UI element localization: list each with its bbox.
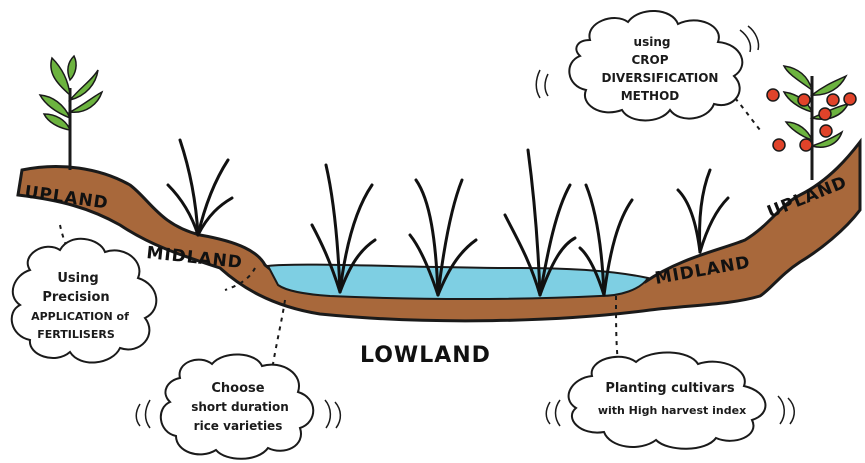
rice-plant-icon — [166, 138, 730, 297]
bubble-precision-line1: Using — [57, 271, 98, 286]
bubble-crop-line2: CROP — [631, 53, 668, 67]
bubble-crop-line1: using — [634, 35, 671, 49]
bubble-short-line2: short duration — [191, 400, 289, 414]
bubble-cultivars: Planting cultivars with High harvest ind… — [545, 351, 795, 450]
bubble-precision-line4: FERTILISERS — [37, 328, 115, 341]
tomato-plant-icon — [766, 65, 857, 180]
bubble-precision-line3: APPLICATION of — [31, 310, 129, 323]
bubble-crop-line3: DIVERSIFICATION — [602, 71, 719, 85]
bubble-crop-diversification: using CROP DIVERSIFICATION METHOD — [535, 9, 760, 122]
leader-lines — [59, 97, 761, 371]
bubble-precision-line2: Precision — [42, 290, 109, 305]
label-lowland: LOWLAND — [360, 343, 491, 368]
bubble-precision: Using Precision APPLICATION of FERTILISE… — [10, 237, 158, 364]
bubble-short-duration: Choose short duration rice varieties — [135, 353, 342, 460]
upland-seedling-icon — [38, 54, 104, 170]
bubble-short-line3: rice varieties — [194, 419, 283, 433]
bubble-cultivars-line2: with High harvest index — [598, 404, 746, 417]
water-pond — [266, 263, 650, 300]
bubble-cultivars-line1: Planting cultivars — [605, 381, 735, 396]
bubble-crop-line4: METHOD — [621, 89, 680, 103]
soil-profile — [16, 137, 862, 323]
bubble-short-line1: Choose — [211, 381, 264, 396]
